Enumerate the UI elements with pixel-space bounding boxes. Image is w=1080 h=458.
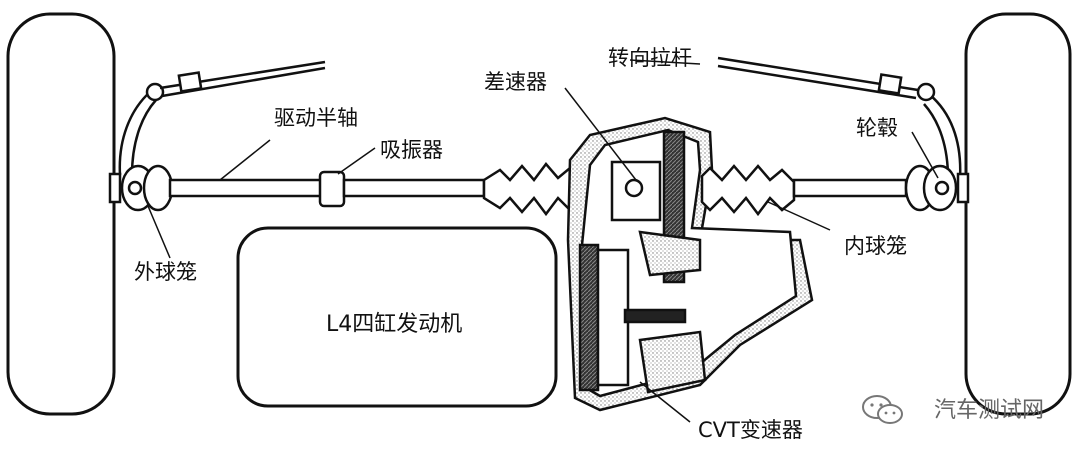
engine-box: [236, 226, 558, 408]
right-inner-boot: [700, 164, 796, 217]
right-wheel: [964, 12, 1072, 416]
left-inner-boot: [482, 162, 578, 217]
inner-cv-joint-label: 内球笼: [844, 234, 907, 258]
damper-label: 吸振器: [380, 138, 443, 162]
left-wheel: [6, 12, 116, 416]
left-half-shaft: [168, 170, 486, 208]
outer-cv-joint-label: 外球笼: [134, 260, 197, 284]
right-knuckle: [717, 56, 962, 179]
engine-label: L4四缸发动机: [326, 312, 463, 337]
wechat-icon: [862, 395, 903, 424]
watermark-text: 汽车测试网: [933, 398, 1044, 423]
leader-lines: [147, 59, 939, 423]
wheel-hub-label: 轮毂: [856, 116, 898, 140]
drive-half-shaft-label: 驱动半轴: [274, 106, 358, 130]
transaxle-housing: [566, 116, 814, 412]
tie-rod-label: 转向拉杆: [608, 46, 692, 70]
left-outer-cv-joint: [108, 164, 174, 212]
differential-label: 差速器: [484, 70, 547, 94]
right-half-shaft: [792, 178, 908, 198]
right-outer-cv-joint: [904, 164, 970, 212]
cvt-label: CVT变速器: [698, 418, 803, 442]
